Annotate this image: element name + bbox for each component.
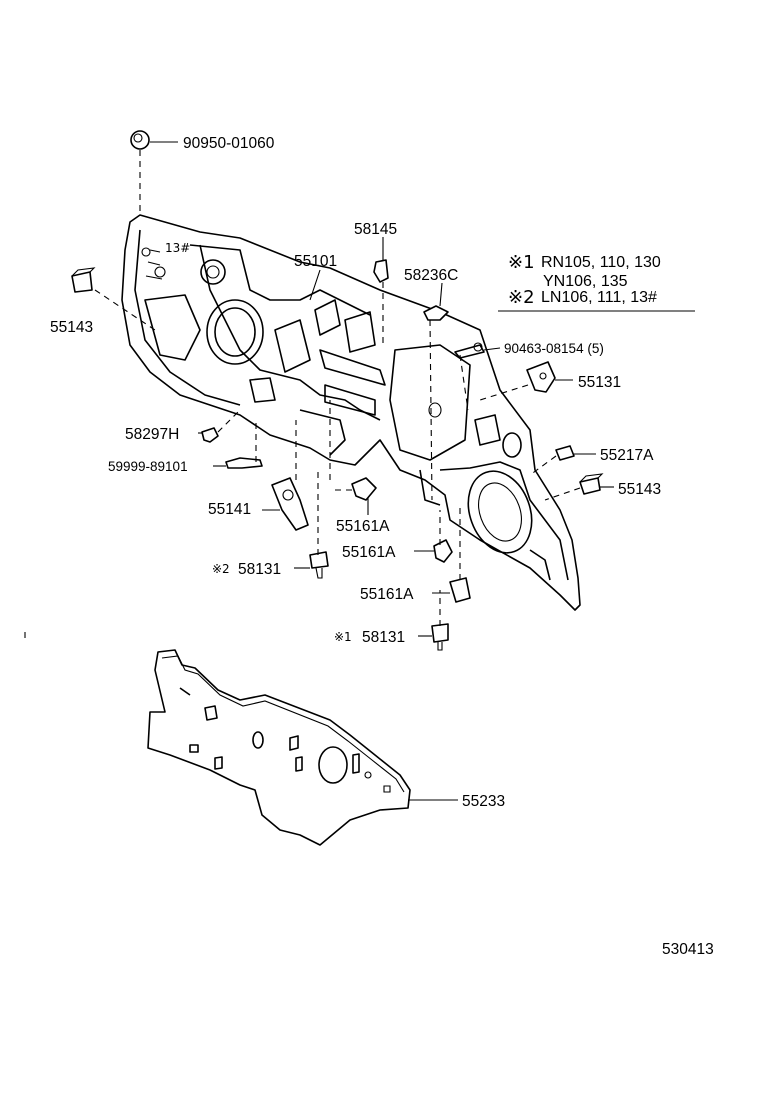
label-55101: 55101 — [294, 253, 337, 270]
label-55143-right: 55143 — [618, 481, 661, 498]
note2-line: LN106, 111, 13# — [541, 289, 657, 306]
label-55131: 55131 — [578, 374, 621, 391]
clip-55161a-1 — [351, 477, 377, 501]
clip-58145 — [373, 259, 389, 283]
bracket-55143-left — [71, 267, 96, 293]
label-58145: 58145 — [354, 221, 397, 238]
silencer-pad-55233 — [147, 649, 411, 846]
label-58131-2: 58131 — [238, 561, 281, 578]
leader-lines — [150, 141, 695, 801]
label-55217a: 55217A — [600, 447, 654, 464]
plate-55131 — [526, 361, 556, 393]
label-55161a-1: 55161A — [336, 518, 390, 535]
clip-58297h — [201, 427, 219, 443]
bracket-55143-right — [579, 473, 604, 495]
label-55233: 55233 — [462, 793, 505, 810]
label-58297h: 58297H — [125, 426, 179, 443]
applicability-notes: ※1 RN105, 110, 130 YN106, 135 ※2 LN106, … — [508, 252, 661, 308]
marker-2-small: ※2 — [212, 562, 230, 576]
label-90463-08154: 90463-08154 (5) — [504, 341, 604, 356]
marker-1-small: ※1 — [334, 630, 352, 644]
clip-55161a-2 — [433, 539, 453, 563]
plug-90950-01060 — [130, 130, 150, 150]
label-55161a-2: 55161A — [342, 544, 396, 561]
label-90950-01060: 90950-01060 — [183, 135, 275, 152]
label-55143-left: 55143 — [50, 319, 93, 336]
label-58131-1: 58131 — [362, 629, 405, 646]
label-58236c: 58236C — [404, 267, 458, 284]
clip-58236c — [423, 305, 449, 321]
note1-mark: ※1 — [508, 252, 535, 273]
clip-90463-08154 — [454, 342, 485, 359]
bracket-55141 — [271, 477, 309, 531]
label-59999-89101: 59999-89101 — [108, 459, 188, 474]
reference-lines — [24, 150, 581, 640]
grommet-58131-2 — [309, 551, 329, 579]
hose-59999-89101 — [225, 457, 263, 469]
label-55141: 55141 — [208, 501, 251, 518]
note1-line1: RN105, 110, 130 — [541, 254, 661, 271]
clip-55161a-3 — [449, 577, 471, 603]
label-55161a-3: 55161A — [360, 586, 414, 603]
grommet-58131-1 — [431, 623, 449, 651]
dash-panel-55101: 13# — [121, 214, 581, 611]
note1-line2: YN106, 135 — [543, 273, 628, 290]
drawing-number: 530413 — [662, 941, 714, 958]
svg-text:13#: 13# — [165, 241, 190, 255]
part-labels: 90950-01060 55101 58145 58236C 55143 904… — [50, 135, 661, 810]
note2-mark: ※2 — [508, 287, 535, 308]
clip-55217a — [555, 445, 575, 461]
